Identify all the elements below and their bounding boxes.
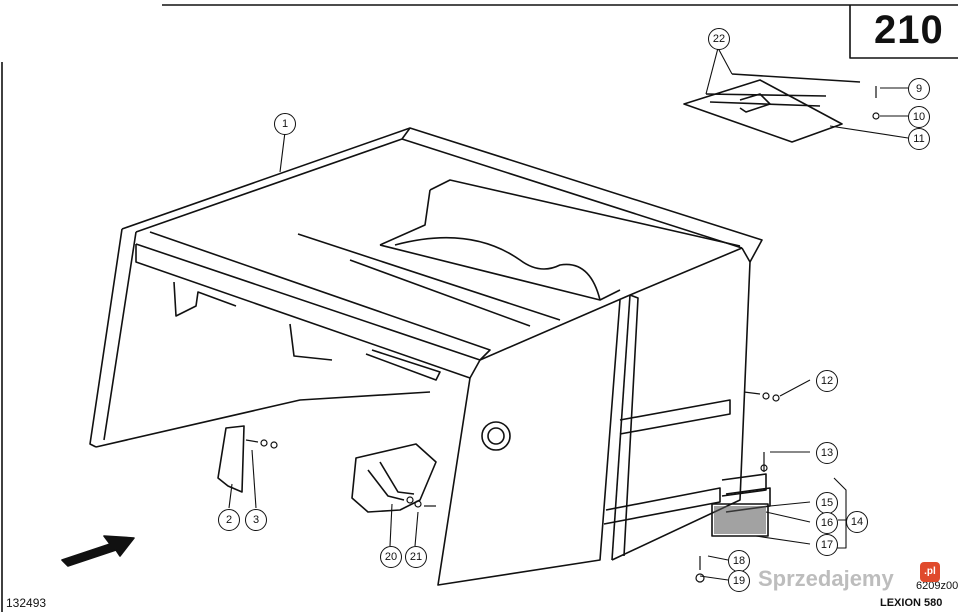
callout-9: 9 xyxy=(908,78,930,100)
cover-plate-assembly xyxy=(683,73,861,143)
part-20-deflector xyxy=(351,443,437,513)
callout-20: 20 xyxy=(380,546,402,568)
callout-19: 19 xyxy=(728,570,750,592)
callout-21: 21 xyxy=(405,546,427,568)
callout-16: 16 xyxy=(816,512,838,534)
hopper-housing xyxy=(89,127,763,586)
drawing-id: 132493 xyxy=(6,596,47,610)
callout-13: 13 xyxy=(816,442,838,464)
page-number: 210 xyxy=(874,8,944,52)
watermark-badge: .pl xyxy=(920,562,940,582)
bolt-icons xyxy=(245,86,880,583)
callout-11: 11 xyxy=(908,128,930,150)
callout-18: 18 xyxy=(728,550,750,572)
callout-12: 12 xyxy=(816,370,838,392)
callout-10: 10 xyxy=(908,106,930,128)
callout-1: 1 xyxy=(274,113,296,135)
callout-15: 15 xyxy=(816,492,838,514)
part-2-flap xyxy=(217,425,245,493)
part-17-pad xyxy=(714,506,766,534)
direction-arrow-icon xyxy=(61,535,135,567)
model-label: LEXION 580 xyxy=(880,597,943,609)
watermark-text: Sprzedajemy xyxy=(758,566,894,591)
callout-3: 3 xyxy=(245,509,267,531)
page-frame-title-box xyxy=(849,5,958,59)
callout-22: 22 xyxy=(708,28,730,50)
leader-lines xyxy=(228,47,909,581)
callout-2: 2 xyxy=(218,509,240,531)
reference-code: 6209z00 xyxy=(916,580,959,592)
callout-14: 14 xyxy=(846,511,868,533)
callout-17: 17 xyxy=(816,534,838,556)
